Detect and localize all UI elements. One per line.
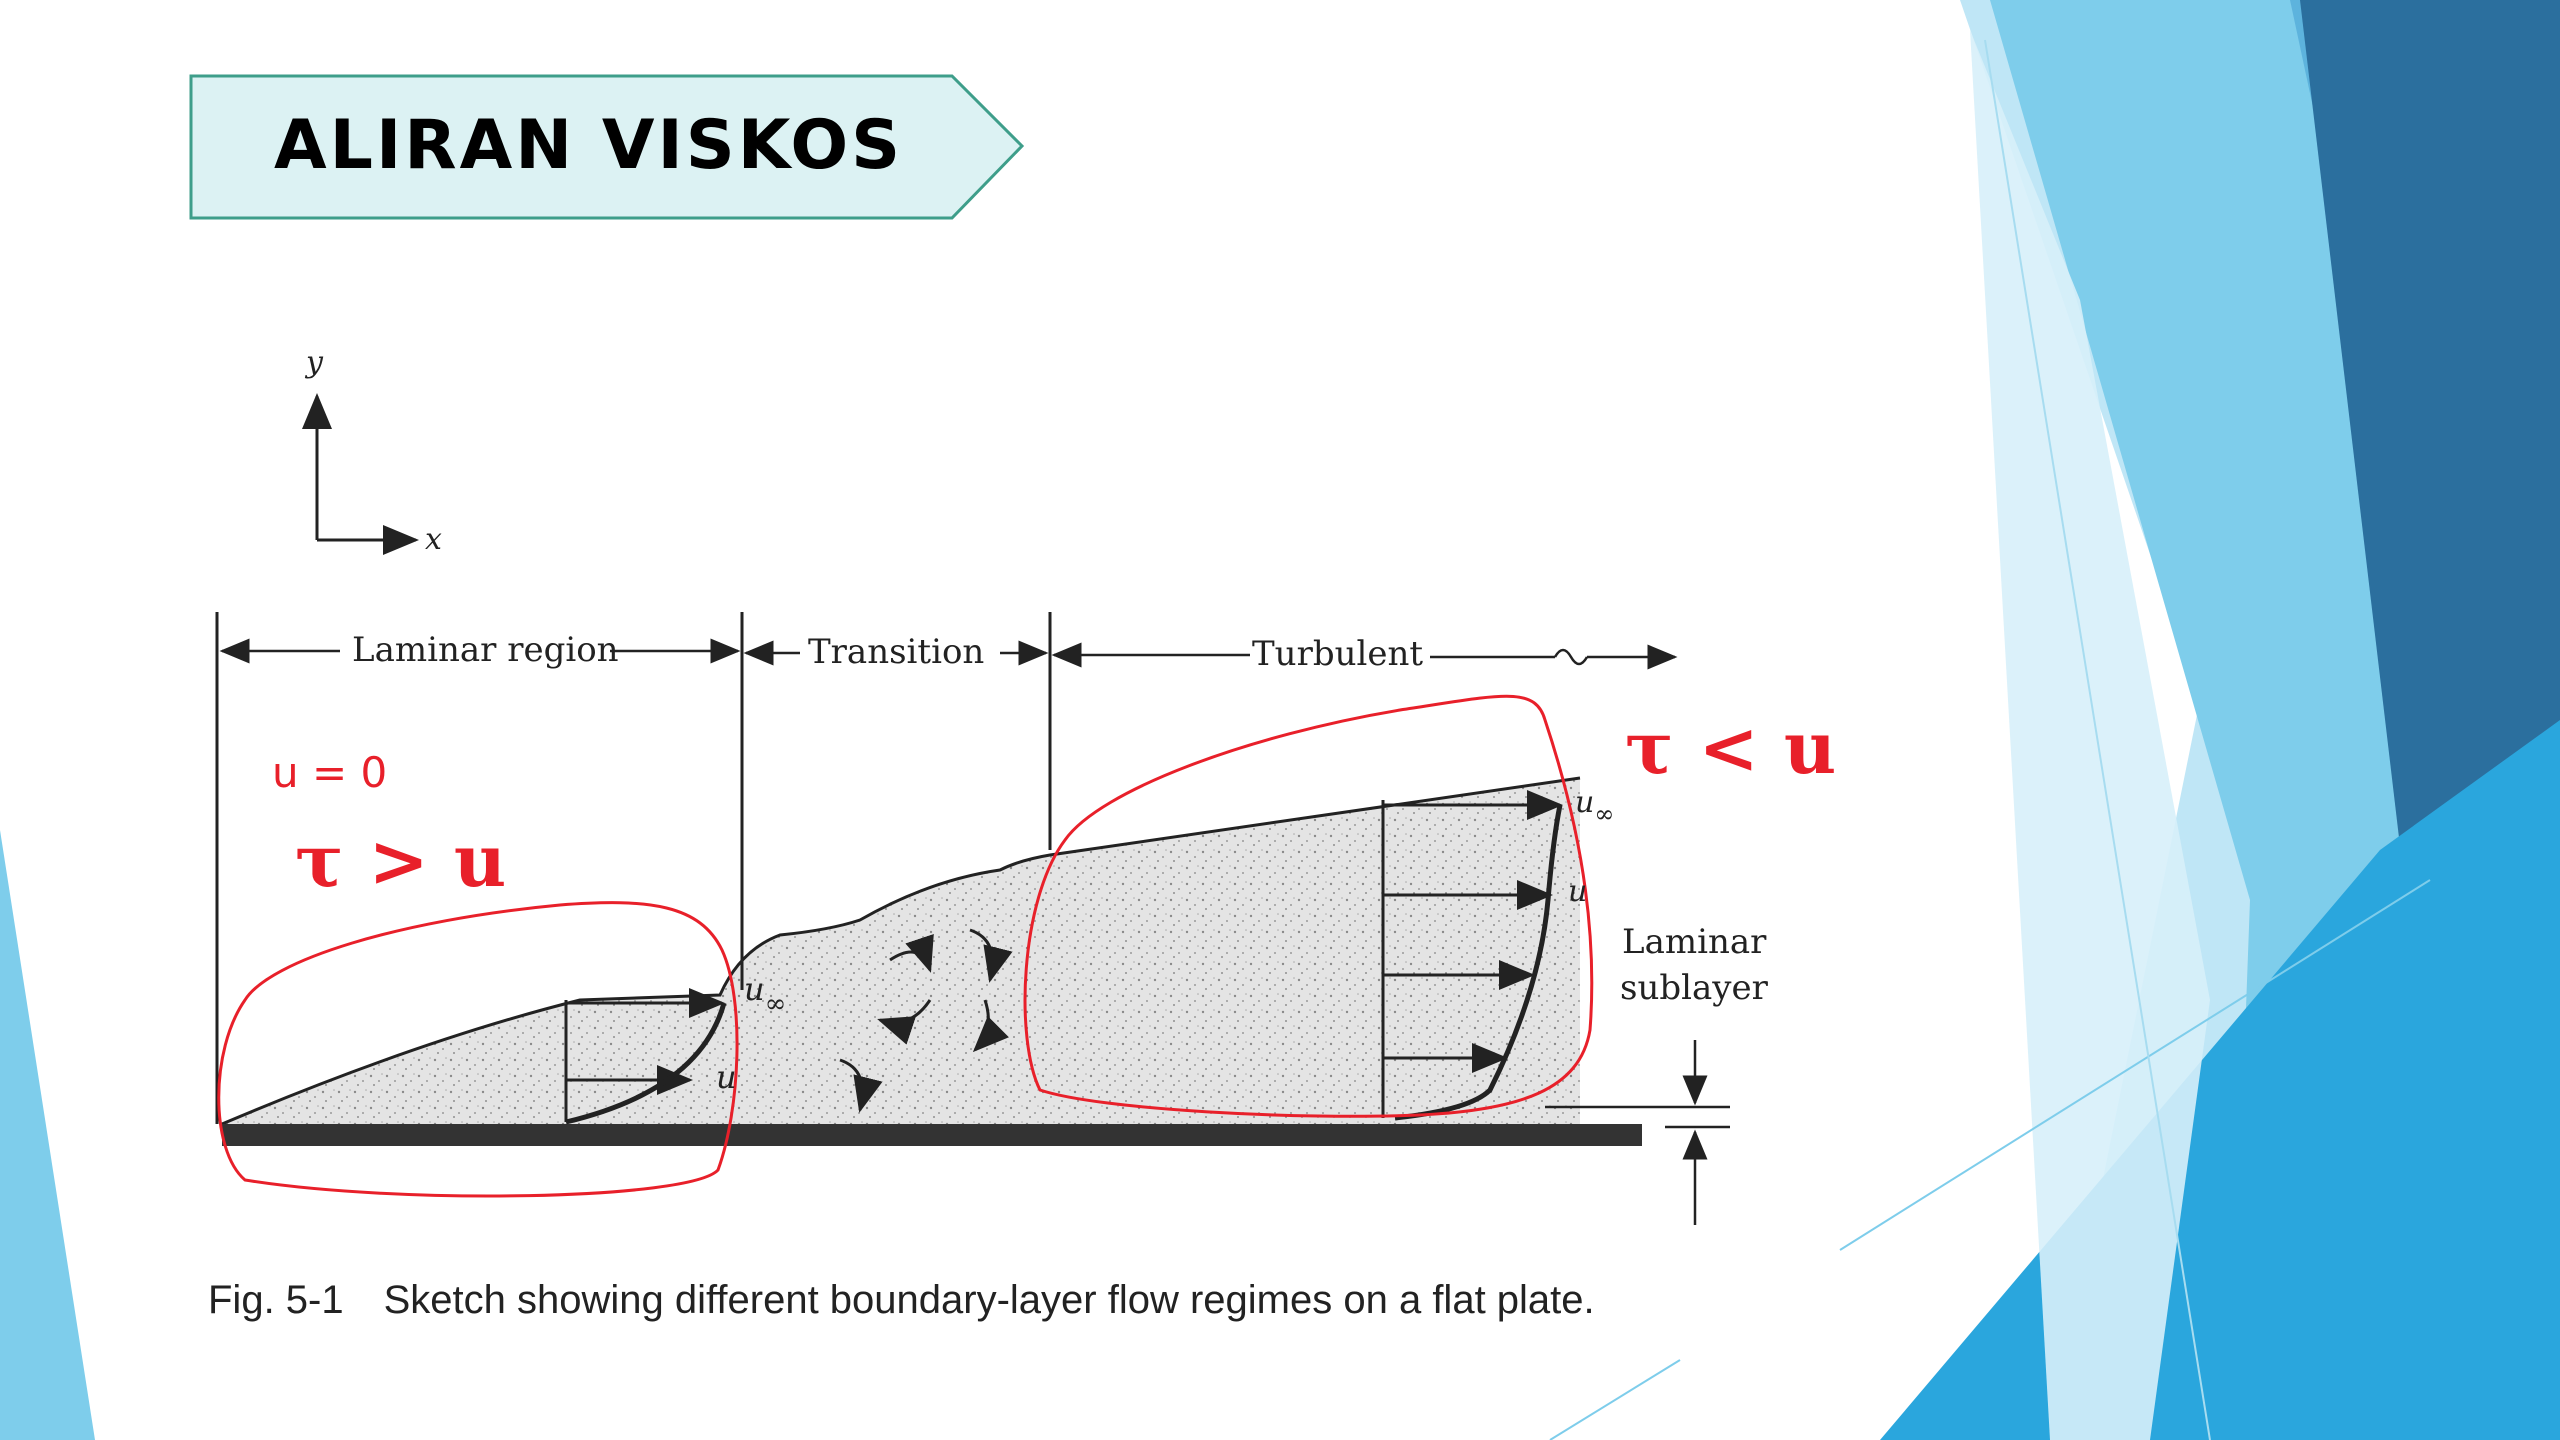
boundary-layer-edge — [221, 776, 1581, 1126]
region-laminar-label: Laminar region — [352, 630, 619, 670]
title-banner — [189, 74, 1025, 220]
left-deco-triangle — [0, 830, 95, 1440]
region-arrows — [219, 638, 1678, 670]
red-loop-turbulent — [1023, 694, 1594, 1118]
red-loop-laminar — [217, 901, 739, 1198]
boundary-layer-region — [222, 778, 1580, 1124]
sublayer-label-line2: sublayer — [1620, 968, 1768, 1008]
right-deco-pale — [1970, 30, 2210, 1440]
region-transition-label: Transition — [808, 632, 985, 672]
annotation-tau-less-u: τ < u — [1625, 705, 1837, 790]
transition-swirls — [839, 928, 1013, 1113]
u-right-label: u — [1568, 874, 1588, 909]
axes — [302, 393, 419, 555]
y-axis-label: y — [306, 345, 323, 380]
u-inf-left-main: u — [744, 970, 765, 1008]
region-turbulent-label: Turbulent — [1252, 634, 1424, 674]
u-inf-left-sub: ∞ — [764, 989, 787, 1019]
sublayer-dimension — [1545, 1040, 1730, 1225]
u-inf-left-label: u∞ — [744, 970, 786, 1019]
caption-number: Fig. 5-1 — [208, 1278, 344, 1322]
turbulent-velocity-profile — [1381, 790, 1563, 1121]
u-inf-right-main: u — [1575, 785, 1595, 820]
u-left-label: u — [716, 1058, 737, 1096]
annotation-u-zero: u = 0 — [272, 748, 388, 797]
sublayer-label-line1: Laminar — [1622, 922, 1767, 962]
u-inf-right-sub: ∞ — [1594, 800, 1615, 828]
slide-title: ALIRAN VISKOS — [274, 106, 904, 185]
laminar-velocity-profile — [564, 988, 727, 1125]
deco-thin-line-1 — [1839, 879, 2431, 1251]
annotation-tau-greater-u: τ > u — [295, 818, 507, 903]
deco-thin-line-3 — [1984, 39, 2211, 1440]
figure-caption: Fig. 5-1 Sketch showing different boundar… — [208, 1278, 1595, 1323]
u-inf-right-label: u∞ — [1575, 785, 1614, 828]
x-axis-label: x — [425, 522, 442, 557]
caption-text: Sketch showing different boundary-layer … — [383, 1278, 1595, 1322]
title-banner-shape — [189, 74, 1025, 220]
deco-thin-line-2 — [1549, 1359, 1681, 1440]
flat-plate — [222, 1124, 1642, 1146]
